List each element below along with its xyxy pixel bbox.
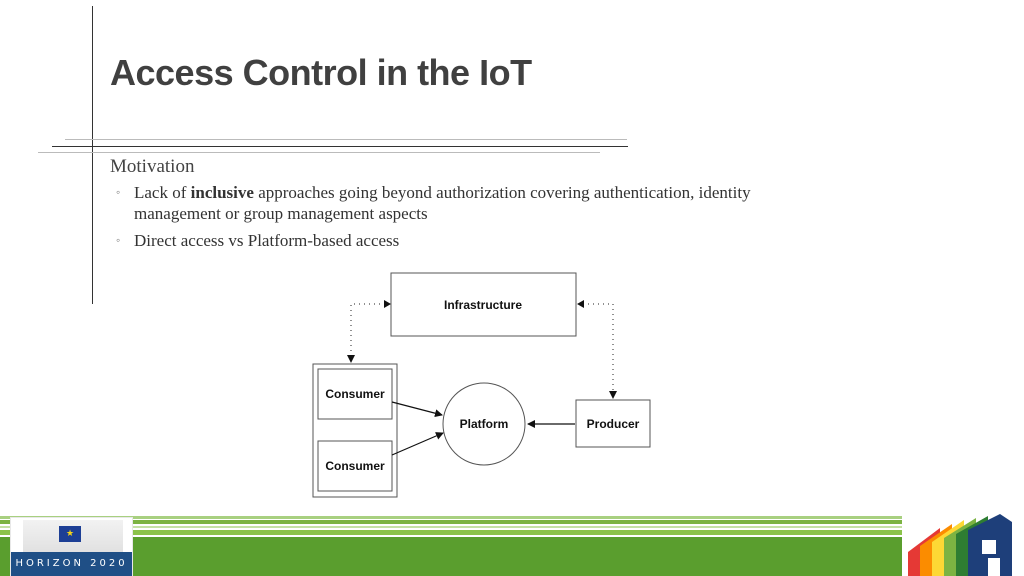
footer-stripe	[0, 526, 1024, 528]
left-vertical-rule	[92, 6, 93, 304]
energy-house-icon	[902, 514, 1024, 576]
eu-flag-icon: ★	[59, 526, 81, 542]
footer	[0, 514, 1024, 576]
consumer-bottom-box	[317, 440, 393, 492]
infrastructure-label: Infrastructure	[444, 298, 522, 312]
consumer-top-box	[317, 368, 393, 420]
footer-stripe	[0, 520, 1024, 524]
bullet-item: ◦ Lack of inclusive approaches going bey…	[116, 182, 796, 224]
bullet-text: Lack of	[134, 183, 191, 202]
arrowhead-consumer-top	[347, 355, 355, 363]
infrastructure-box	[390, 272, 577, 337]
footer-stripe	[0, 530, 1024, 535]
bullet-text-rest: approaches going beyond authorization co…	[134, 183, 751, 223]
slide-title: Access Control in the IoT	[110, 52, 532, 93]
consumer-bottom-label: Consumer	[325, 459, 385, 473]
bullet-text: Direct access vs Platform-based access	[134, 231, 400, 250]
title-rule-light-lower	[38, 152, 600, 153]
horizon-2020-logo: ★ HORIZON 2020	[10, 517, 133, 576]
consumer-infrastructure-link	[350, 303, 389, 361]
bullet-item: ◦ Direct access vs Platform-based access	[116, 230, 796, 251]
bullet-emphasis: inclusive	[190, 183, 254, 202]
arrowhead-infra-right	[577, 300, 584, 308]
producer-infrastructure-link	[578, 303, 614, 397]
platform-circle	[442, 382, 526, 466]
footer-band	[0, 537, 1024, 576]
access-diagram: Infrastructure Consumer Consumer Platfor…	[312, 272, 651, 498]
title-rule-dark	[52, 146, 628, 147]
consumer-top-to-platform-arrow	[391, 401, 443, 418]
footer-stripe	[0, 516, 1024, 519]
title-rule-light	[65, 139, 627, 140]
arrowhead-producer-top	[609, 391, 617, 399]
producer-box	[575, 399, 651, 448]
producer-label: Producer	[587, 417, 640, 431]
arrowhead-infra-left	[384, 300, 391, 308]
section-heading: Motivation	[110, 156, 195, 177]
consumer-top-label: Consumer	[325, 387, 385, 401]
consumer-bottom-to-platform-arrow	[391, 432, 444, 456]
bullet-list: ◦ Lack of inclusive approaches going bey…	[116, 182, 796, 257]
horizon-2020-label: HORIZON 2020	[11, 552, 132, 576]
bullet-ring-icon: ◦	[116, 233, 121, 247]
platform-label: Platform	[460, 417, 509, 431]
bullet-ring-icon: ◦	[116, 185, 121, 199]
